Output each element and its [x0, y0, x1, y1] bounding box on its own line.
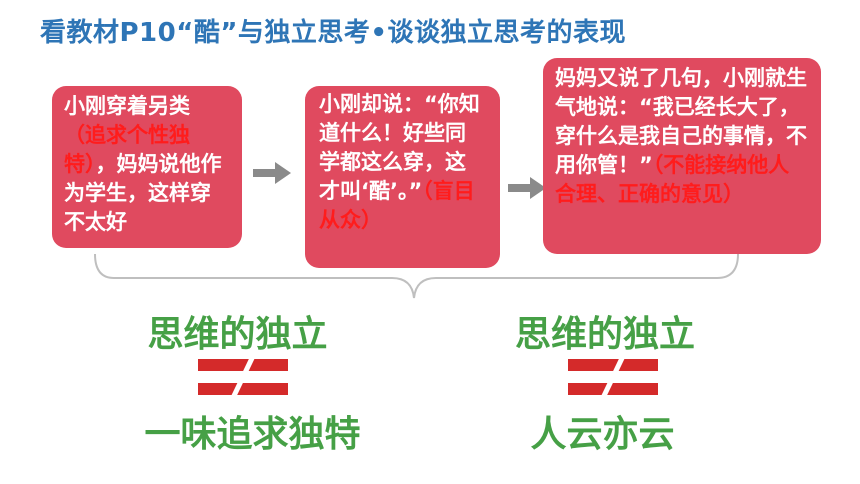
- curly-brace-icon: [94, 253, 739, 299]
- not-equal-icon: [568, 353, 658, 401]
- page-title: 看教材P10“酷”与独立思考•谈谈独立思考的表现: [40, 18, 627, 48]
- left-top-label: 思维的独立: [147, 314, 328, 355]
- right-arrow-icon: [253, 162, 291, 184]
- left-bottom-label: 一味追求独特: [144, 414, 361, 455]
- right-top-label: 思维的独立: [515, 314, 696, 355]
- story-highlight: （追求个性独特）: [64, 123, 190, 176]
- story-highlight: （盲目从众）: [319, 179, 475, 232]
- story-box-2: 小刚却说：“你知道什么！好些同学都这么穿，这才叫‘酷’。”（盲目从众）: [305, 86, 500, 268]
- story-highlight: （不能接纳他人合理、正确的意见）: [555, 153, 790, 206]
- story-box-1: 小刚穿着另类 （追求个性独特），妈妈说他作为学生，这样穿不太好: [52, 86, 242, 248]
- right-arrow-icon: [508, 177, 546, 199]
- story-text: 小刚穿着另类: [64, 94, 190, 118]
- story-text: ，妈妈说他作为学生，这样穿不太好: [64, 152, 222, 234]
- not-equal-icon: [198, 353, 288, 401]
- story-text: 妈妈又说了几句，小刚就生气地说：“我已经长大了，穿什么是我自己的事情，不用你管！…: [555, 66, 807, 177]
- story-box-3: 妈妈又说了几句，小刚就生气地说：“我已经长大了，穿什么是我自己的事情，不用你管！…: [543, 58, 821, 254]
- right-bottom-label: 人云亦云: [530, 414, 675, 455]
- story-text: 小刚却说：“你知道什么！好些同学都这么穿，这才叫‘酷’。”: [319, 92, 480, 203]
